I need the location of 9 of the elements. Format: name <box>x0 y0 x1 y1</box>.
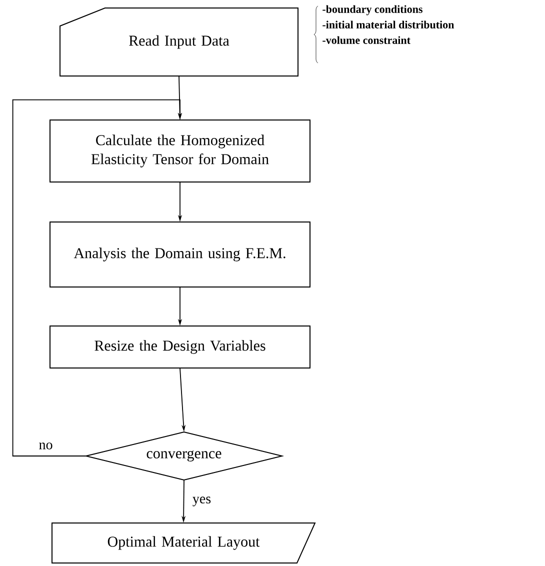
process-box: Resize the Design Variables <box>50 326 310 368</box>
arrow <box>12 99 182 456</box>
edge-label: no <box>38 442 54 450</box>
input-card: Read Input Data <box>60 8 298 76</box>
edge-label: yes <box>191 496 212 508</box>
output-box: Optimal Material Layout <box>52 522 316 564</box>
condition-list: -boundary conditions -initial material distribution -volume constraint <box>322 5 454 44</box>
process-box: Analysis the Domain using F.E.M. <box>50 222 310 288</box>
process-box: Calculate the Homogenized Elasticity Tensor for Domain <box>50 120 310 182</box>
